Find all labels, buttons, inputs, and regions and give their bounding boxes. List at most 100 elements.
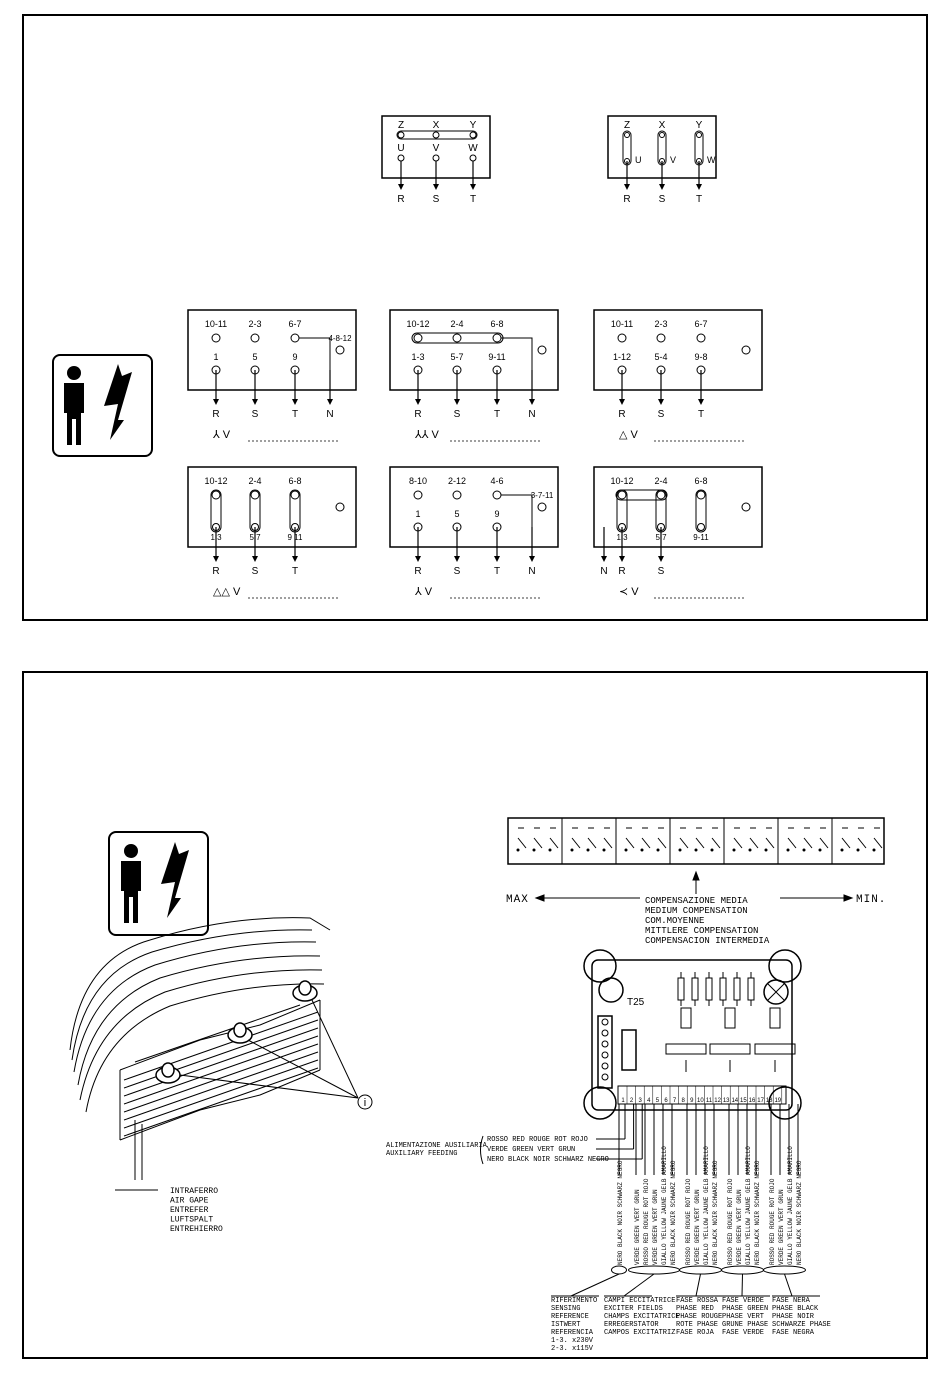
terminal-label-top: 8-10 (409, 476, 427, 486)
phase-label: T (292, 566, 298, 577)
wire-group-legend: FASE NEGRA (772, 1329, 815, 1337)
phase-label: T (696, 194, 702, 205)
terminal-label-top: 2-4 (248, 476, 261, 486)
compensation-label: MEDIUM COMPENSATION (645, 906, 748, 916)
wire-group-legend: PHASE ROUGE (676, 1313, 722, 1321)
terminal-label-mid: W (468, 143, 478, 154)
terminal-number: 8 (682, 1098, 686, 1104)
terminal-number: 7 (673, 1098, 677, 1104)
air-gap-label: INTRAFERRO (170, 1187, 218, 1196)
terminal-label-top: 10-11 (205, 319, 227, 329)
terminal-label-top: 2-4 (654, 476, 667, 486)
terminal-label-mid: 5 (454, 509, 459, 519)
compensation-jumpers (507, 817, 885, 865)
wire-group-legend: PHASE GREEN (722, 1305, 768, 1313)
terminal-label-mid: 5-7 (450, 352, 463, 362)
wire-group-legend: FASE NERA (772, 1297, 811, 1305)
terminal-label-top: 6-8 (288, 476, 301, 486)
terminal-label-mid: V (670, 155, 676, 165)
wire-label: VERDE GREEN VERT GRUN (634, 1189, 641, 1265)
terminal-label-top: 10-12 (406, 319, 429, 329)
terminal-number: 1 (621, 1098, 625, 1104)
regulator-board (583, 949, 802, 1120)
wire-group-legend: GRUNE PHASE (722, 1321, 768, 1329)
terminal-label-top: Y (470, 120, 477, 131)
wire-group-legend: CAMPOS EXCITATRIZ (604, 1329, 675, 1337)
wire-label: NERO BLACK NOIR SCHWARZ NEGRO (754, 1160, 761, 1265)
terminal-number: 13 (723, 1098, 730, 1104)
phase-label: S (658, 566, 665, 577)
compensation-label: COMPENSACION INTERMEDIA (645, 936, 770, 946)
wire-label: NERO BLACK NOIR SCHWARZ NEGRO (670, 1160, 677, 1265)
terminal-label-mid: V (433, 143, 440, 154)
wiring-caption: △△ V (213, 586, 241, 598)
aux-wire-label: VERDE GREEN VERT GRUN (487, 1146, 575, 1154)
terminal-number: 9 (690, 1098, 694, 1104)
terminal-label-top: 10-12 (610, 476, 633, 486)
terminal-label-mid: 5-4 (654, 352, 667, 362)
phase-label: T (494, 409, 500, 420)
board-label: T25 (627, 997, 645, 1008)
wire-label: VERDE GREEN VERT GRUN (694, 1189, 701, 1265)
terminal-label-top: Z (624, 120, 630, 131)
transformer-drawing (69, 917, 331, 1191)
terminal-number: 12 (714, 1098, 721, 1104)
terminal-number: 6 (664, 1098, 668, 1104)
compensation-label: MITTLERE COMPENSATION (645, 926, 758, 936)
terminal-number: 3 (639, 1098, 643, 1104)
terminal-label-extra: 4-8-12 (328, 334, 352, 343)
terminal-label-mid: 1 (415, 509, 420, 519)
terminal-label-mid: W (707, 155, 716, 165)
connection-diagrams-panel (22, 14, 928, 621)
wiring-caption: ⅄ V (212, 429, 231, 441)
air-gap-label: LUFTSPALT (170, 1216, 213, 1225)
terminal-label-top: Y (696, 120, 703, 131)
phase-label: S (658, 409, 665, 420)
wire-group-legend: CAMPI ECCITATRICE (604, 1297, 675, 1305)
wire-label: NERO BLACK NOIR SCHWARZ NEGRO (617, 1160, 624, 1265)
phase-label: S (433, 194, 440, 205)
phase-label: R (623, 194, 630, 205)
terminal-label-mid: 9-8 (694, 352, 707, 362)
terminal-label-top: 2-12 (448, 476, 466, 486)
transformer-screws (155, 980, 318, 1084)
terminal-label-top: 6-7 (288, 319, 301, 329)
wire-group-legend: PHASE VERT (722, 1313, 764, 1321)
wire-group: NERO BLACK NOIR SCHWARZ NEGRORIFERIMENTO… (551, 1104, 627, 1353)
terminal-number: 2 (630, 1098, 634, 1104)
phase-label: T (494, 566, 500, 577)
wire-groups: NERO BLACK NOIR SCHWARZ NEGRORIFERIMENTO… (551, 1104, 831, 1353)
aux-title: ALIMENTAZIONE AUSILIARIA (386, 1142, 488, 1150)
wire-label: VERDE GREEN VERT GRUN (736, 1189, 743, 1265)
phase-label: N (600, 566, 607, 577)
board-components (601, 972, 796, 1081)
terminal-number: 15 (740, 1098, 747, 1104)
phase-label: T (698, 409, 704, 420)
phase-label: S (252, 566, 259, 577)
terminal-label-top: 10-11 (611, 319, 633, 329)
phase-label: R (618, 409, 625, 420)
terminal-number: 4 (647, 1098, 651, 1104)
wire-group-legend: PHASE BLACK (772, 1305, 819, 1313)
wire-group-legend: 1-3. x230V (551, 1337, 594, 1345)
aux-title: AUXILIARY FEEDING (386, 1150, 457, 1158)
wire-group-legend: CHAMPS EXCITATRICE (604, 1313, 680, 1321)
terminal-label-top: 2-3 (654, 319, 667, 329)
terminal-number: 18 (766, 1098, 773, 1104)
wiring-caption: ⅄ V (414, 586, 433, 598)
transformer-callout (179, 999, 373, 1110)
terminal-label-top: 10-12 (204, 476, 227, 486)
compensation-label: COMPENSAZIONE MEDIA (645, 896, 748, 906)
phase-label: T (292, 409, 298, 420)
compensation-scale (534, 870, 854, 902)
wiring-caption: ⅄⅄ V (414, 429, 439, 441)
